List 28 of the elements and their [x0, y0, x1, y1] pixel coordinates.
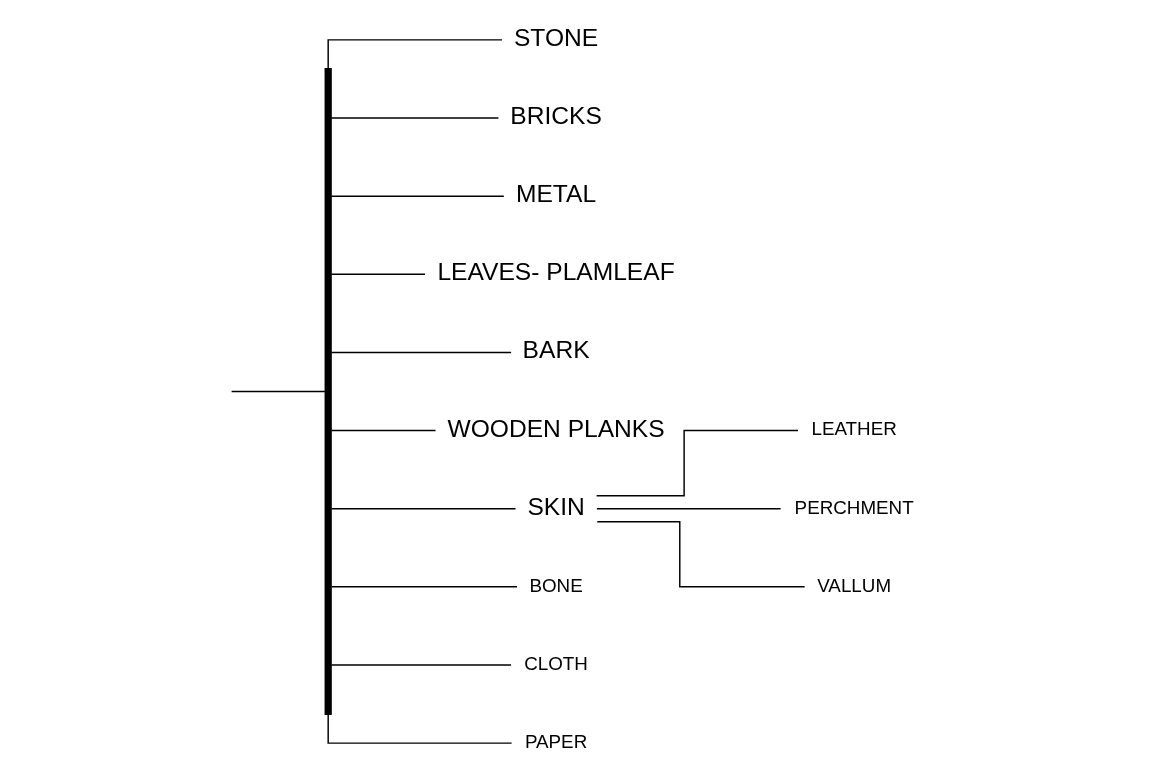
node-bar — [324, 68, 332, 715]
node-text: PAPER — [524, 731, 587, 753]
node-text: BARK — [522, 336, 590, 364]
connector — [596, 521, 805, 588]
node-text: LEAVES- PLAMLEAF — [436, 258, 675, 286]
connector — [326, 713, 512, 744]
node-text: BONE — [528, 574, 583, 596]
node-text: LEATHER — [810, 418, 897, 440]
connector — [330, 429, 436, 432]
connector — [595, 507, 781, 510]
connector — [330, 273, 426, 276]
connector — [330, 507, 516, 510]
connector — [230, 390, 326, 393]
node-text: BRICKS — [509, 101, 602, 129]
node-text: METAL — [515, 180, 596, 208]
connector — [330, 117, 499, 119]
connector — [326, 39, 503, 70]
node-text: PERCHMENT — [794, 496, 914, 518]
connector — [330, 586, 518, 588]
node-text: CLOTH — [523, 652, 588, 674]
node-text: WOODEN PLANKS — [446, 414, 665, 442]
connector — [595, 429, 799, 497]
connector — [330, 351, 512, 354]
node-text: SKIN — [526, 492, 585, 520]
node-text: VALLUM — [816, 574, 891, 596]
connector — [330, 664, 512, 666]
connector — [330, 195, 505, 197]
node-text: STONE — [513, 23, 598, 51]
